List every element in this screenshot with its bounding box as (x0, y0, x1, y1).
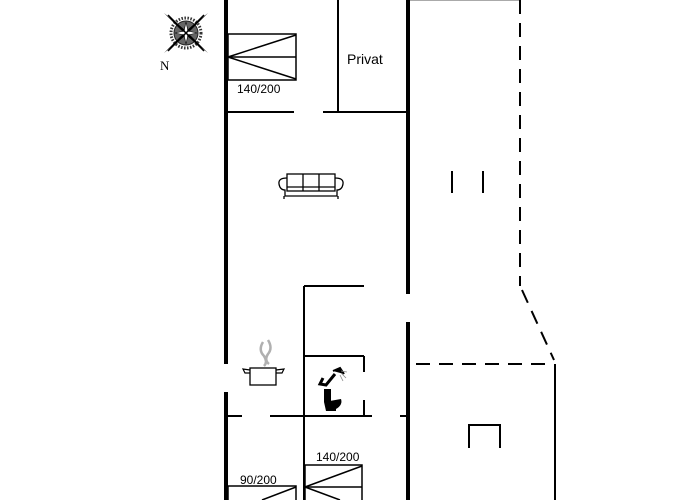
toilet-icon (324, 389, 342, 411)
shower-icon (317, 366, 348, 387)
bed-size-label-top: 140/200 (237, 82, 281, 96)
bed-top (227, 33, 297, 81)
exterior-walls (224, 0, 410, 500)
compass-rose-icon (164, 13, 208, 53)
bed-bottom-right (304, 464, 363, 500)
table-icon (468, 424, 501, 448)
terrace-marks (451, 171, 484, 193)
bed-size-label-bottom-left: 90/200 (240, 473, 277, 487)
room-label-private: Privat (347, 51, 383, 67)
compass-north-label: N (160, 58, 170, 73)
cooking-pot-icon (241, 339, 286, 386)
interior-walls (227, 0, 407, 500)
bed-bottom-left (227, 485, 297, 500)
terrace-outline (416, 0, 555, 365)
bed-size-label-bottom-right: 140/200 (316, 450, 360, 464)
sofa-icon (278, 173, 344, 199)
